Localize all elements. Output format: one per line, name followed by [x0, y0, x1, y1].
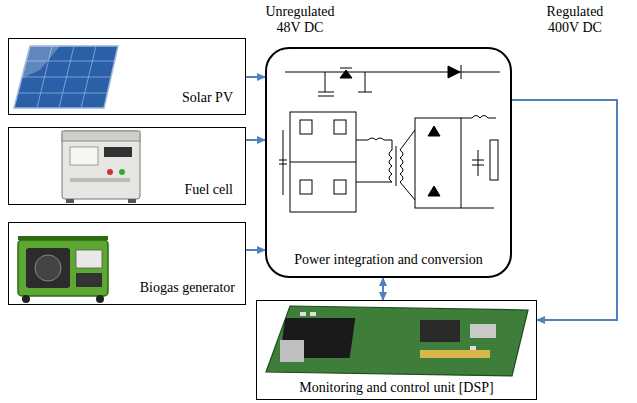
fuel-cell-picture — [62, 131, 140, 203]
source-box: Biogas generator — [8, 222, 246, 305]
source-box: Solar PV — [8, 38, 246, 115]
power-connector — [382, 278, 384, 300]
controller-box: Monitoring and control unit [DSP] — [256, 300, 537, 400]
voltage-label: Unregulated 48V DC — [258, 4, 342, 36]
power-connector — [246, 76, 265, 78]
node-label: Power integration and conversion — [267, 252, 510, 268]
power-connector — [512, 100, 617, 320]
source-box: Fuel cell — [8, 127, 246, 205]
node-label: Solar PV — [182, 90, 233, 106]
node-label: Biogas generator — [140, 280, 235, 296]
dsp-board-picture — [266, 306, 528, 376]
voltage-label: Regulated 400V DC — [538, 4, 612, 36]
solar-panel-picture — [14, 46, 118, 108]
converter-schematic — [279, 65, 500, 212]
converter-box: Power integration and conversion — [265, 47, 512, 278]
power-connector — [246, 249, 265, 251]
power-connector — [246, 139, 265, 141]
node-label: Monitoring and control unit [DSP] — [257, 380, 536, 396]
node-label: Fuel cell — [184, 182, 233, 198]
generator-picture — [18, 236, 108, 303]
